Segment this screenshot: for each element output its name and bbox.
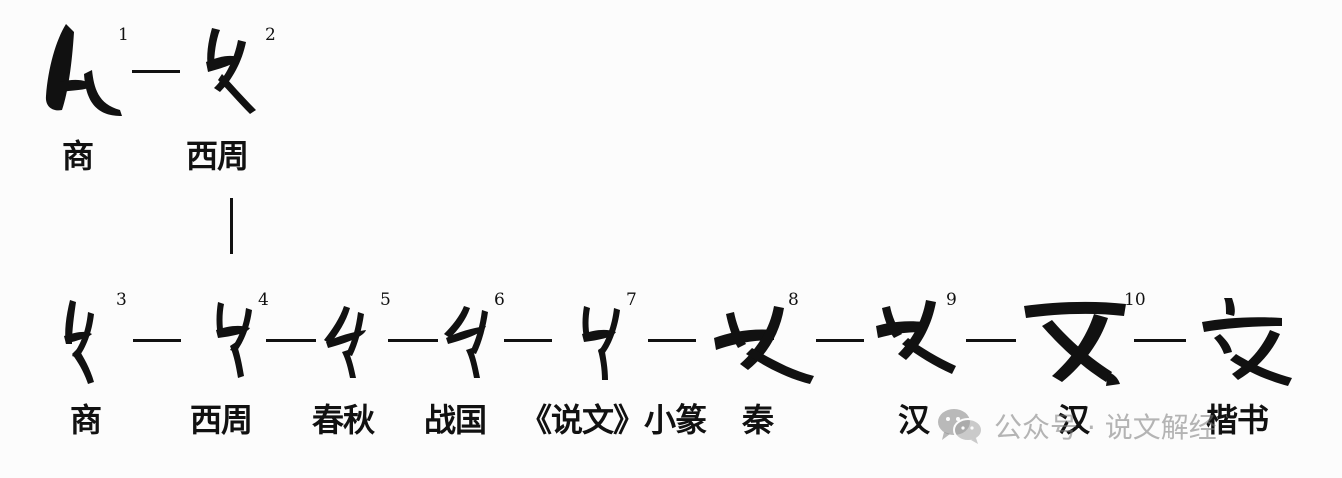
era-label: 秦 xyxy=(742,401,774,439)
era-label: 西周 xyxy=(186,137,249,175)
connector-h xyxy=(132,70,180,73)
glyph-number: 3 xyxy=(116,290,127,310)
connector-h xyxy=(648,339,696,342)
glyph-10-han xyxy=(1022,296,1132,388)
glyph-number: 1 xyxy=(118,25,129,45)
connector-h xyxy=(133,339,181,342)
era-label: 汉 xyxy=(898,401,930,439)
connector-h xyxy=(816,339,864,342)
glyph-kaishu xyxy=(1196,296,1296,386)
glyph-7-xiaozhuan xyxy=(574,298,624,382)
glyph-number: 7 xyxy=(626,290,637,310)
glyph-number: 5 xyxy=(380,290,391,310)
era-label: 商 xyxy=(62,137,94,175)
era-label: 战国 xyxy=(424,401,487,439)
era-label: 汉 xyxy=(1058,401,1090,439)
glyph-number: 6 xyxy=(494,290,505,310)
glyph-number: 8 xyxy=(788,290,799,310)
connector-h xyxy=(504,339,552,342)
era-label: 商 xyxy=(70,401,102,439)
glyph-4-xizhou xyxy=(206,296,258,380)
connector-h xyxy=(388,339,438,342)
connector-h xyxy=(266,339,316,342)
glyph-2-xizhou-upper xyxy=(198,22,260,117)
glyph-5-chunqiu xyxy=(320,300,376,380)
glyph-number: 10 xyxy=(1124,290,1146,310)
connector-v xyxy=(230,198,233,254)
connector-h xyxy=(1134,339,1186,342)
glyph-3-shang xyxy=(60,296,104,386)
glyph-1-shang-upper xyxy=(42,20,124,120)
glyph-8-qin xyxy=(710,292,818,384)
connector-h xyxy=(966,339,1016,342)
glyph-number: 4 xyxy=(258,290,269,310)
glyph-6-zhanguo xyxy=(442,300,496,380)
glyph-number: 2 xyxy=(265,25,276,45)
era-label: 《说文》小篆 xyxy=(520,401,707,439)
watermark: 公众号 · 说文解经 xyxy=(936,404,1217,448)
era-label: 春秋 xyxy=(312,401,375,439)
watermark-text: 公众号 · 说文解经 xyxy=(994,411,1217,444)
era-label: 楷书 xyxy=(1206,401,1269,439)
glyph-9-han xyxy=(872,292,962,376)
wechat-icon xyxy=(936,406,984,446)
glyph-number: 9 xyxy=(946,290,957,310)
era-label: 西周 xyxy=(190,401,253,439)
